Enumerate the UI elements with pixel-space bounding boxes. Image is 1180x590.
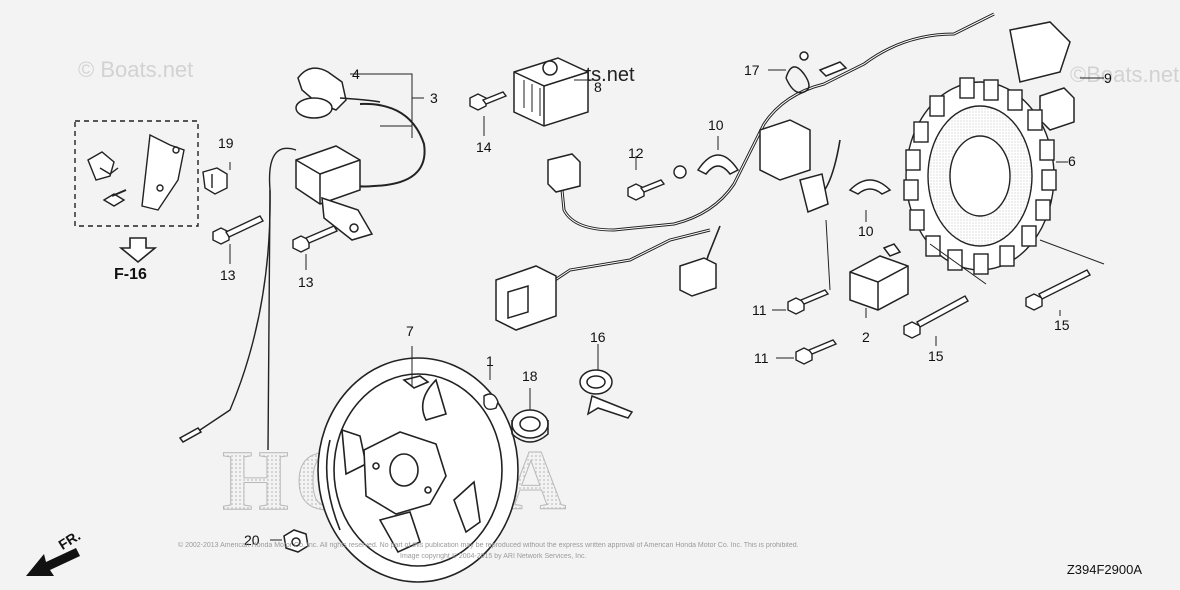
callout-19: 19	[218, 135, 234, 151]
part-19-clip	[202, 167, 228, 195]
callout-10-upper: 10	[708, 117, 724, 133]
callout-18: 18	[522, 368, 538, 384]
watermark-right: ©Boats.net	[1070, 62, 1180, 87]
bolt-12	[627, 165, 687, 201]
callout-12: 12	[628, 145, 644, 161]
callout-3: 3	[430, 90, 438, 106]
callout-16: 16	[590, 329, 606, 345]
regulator-rectifier	[513, 57, 589, 127]
front-direction-arrow-icon	[26, 548, 80, 576]
callout-8: 8	[594, 79, 602, 95]
part-10-clamp-a	[696, 154, 740, 175]
bolt-11-lower	[795, 339, 838, 365]
arrow-down-icon	[118, 237, 158, 264]
callout-14: 14	[476, 139, 492, 155]
callout-7: 7	[406, 323, 414, 339]
ignition-coil	[178, 67, 426, 451]
callout-15-left: 15	[928, 348, 944, 364]
callout-10-lower: 10	[858, 223, 874, 239]
callout-11-upper: 11	[752, 302, 767, 318]
nut-20	[283, 529, 309, 553]
leader-lines	[229, 69, 1105, 541]
callout-1: 1	[486, 353, 494, 369]
part-1-key	[483, 393, 499, 411]
f16-reference-inset	[74, 120, 199, 227]
part-16-cable-tie	[579, 369, 634, 419]
callout-13-left: 13	[220, 267, 236, 283]
callout-numbers: 1 2 3 4 6 7 8 9 10 10 11 11 12 13 13 14 …	[114, 62, 1112, 548]
bolt-14	[469, 91, 508, 111]
callout-9: 9	[1104, 70, 1112, 86]
pulser-coil	[849, 243, 909, 311]
callout-4: 4	[352, 66, 360, 82]
callout-2: 2	[862, 329, 870, 345]
watermark-left: © Boats.net	[78, 57, 194, 82]
callout-17: 17	[744, 62, 760, 78]
part-18-clamp	[511, 409, 549, 443]
bolt-15-right	[1025, 269, 1091, 311]
callout-13-right: 13	[298, 274, 314, 290]
diagram-code: Z394F2900A	[1066, 562, 1142, 577]
callout-20: 20	[244, 532, 260, 548]
harness-connectors	[495, 21, 1075, 331]
part-10-clamp-b	[848, 179, 892, 195]
copyright-line-2: Image copyright © 2004-2015 by ARI Netwo…	[400, 553, 587, 560]
bolt-11-upper	[787, 289, 830, 315]
callout-11-lower: 11	[754, 350, 769, 366]
copyright-line-1: © 2002-2013 American Honda Motor Co. Inc…	[178, 542, 799, 549]
flywheel	[317, 357, 519, 583]
part-17-clip	[785, 51, 810, 94]
callout-6: 6	[1068, 153, 1076, 169]
reference-label: F-16	[114, 266, 147, 283]
stator	[903, 77, 1057, 275]
callout-15-right: 15	[1054, 317, 1070, 333]
wire-harness	[539, 12, 995, 292]
bolt-15-left	[903, 295, 969, 339]
bolt-13-left	[212, 215, 264, 245]
bolt-13-right	[292, 225, 339, 253]
